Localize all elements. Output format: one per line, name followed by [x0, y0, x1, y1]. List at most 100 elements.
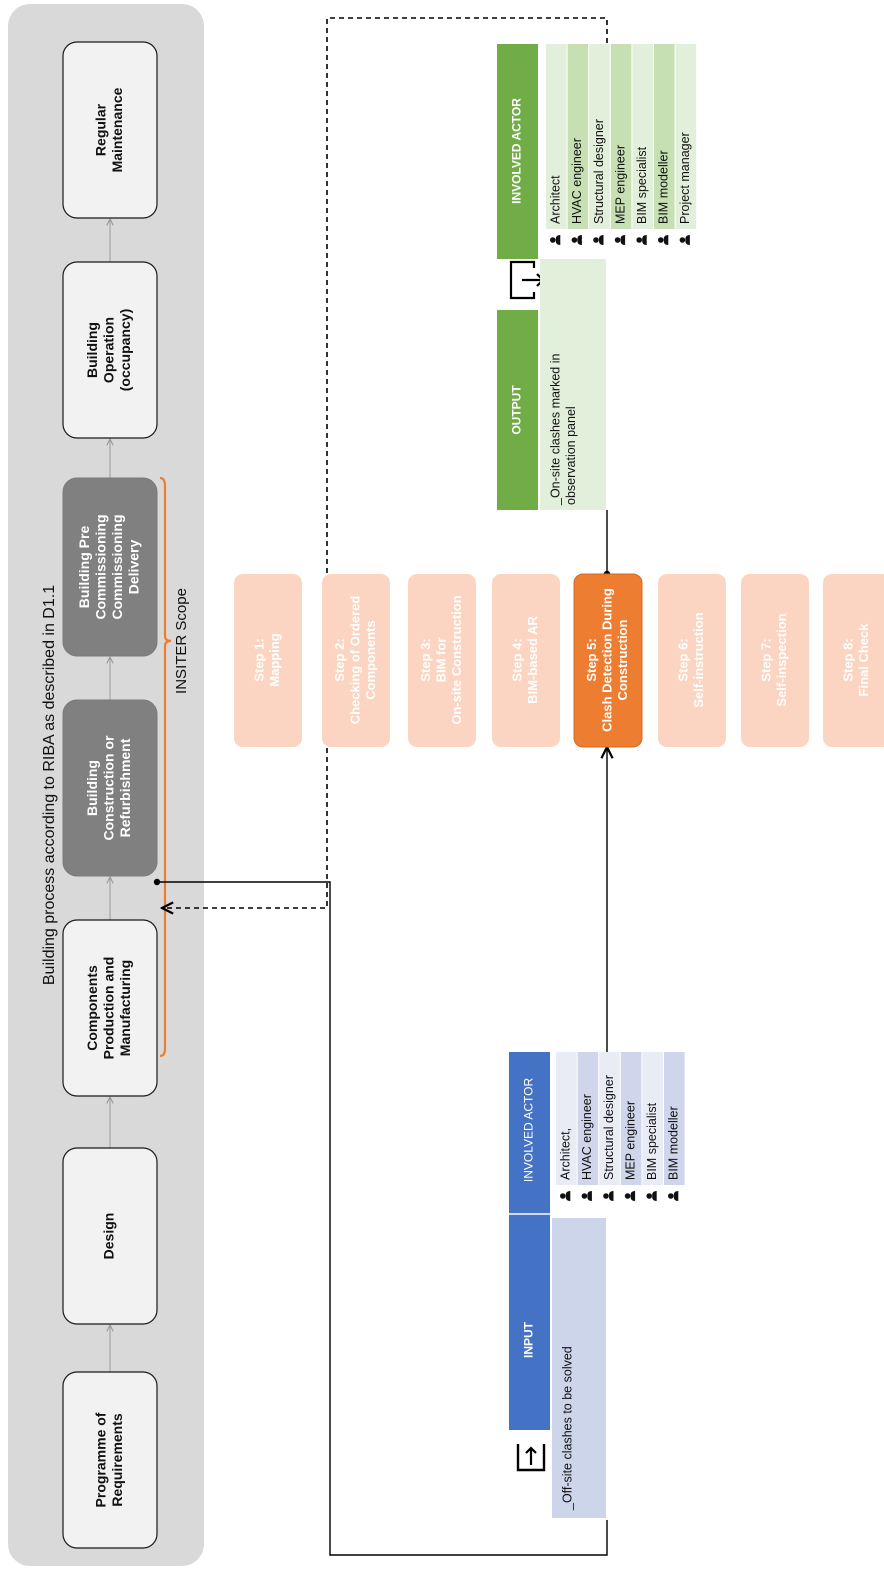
phase-label-line: Refurbishment	[117, 738, 133, 837]
input-actor-bim-modeller: BIM modeller	[667, 1106, 681, 1180]
step-label-line: BIM-based AR	[525, 616, 540, 704]
output-actor-row	[546, 44, 567, 229]
step-label-line: Self-instruction	[691, 612, 706, 707]
output-actor-row	[654, 44, 675, 229]
step-label-line: Components	[363, 620, 378, 699]
step-8-box: Step 8:Final Check	[823, 574, 884, 747]
phase-box-shape	[62, 919, 158, 1097]
output-actor-architect: Architect	[549, 175, 563, 224]
person-icon	[668, 1191, 679, 1201]
phase-label-line: Manufacturing	[117, 960, 133, 1056]
step-box-shape	[658, 574, 726, 747]
step-label-line: Step 3:	[418, 638, 433, 681]
step-label-line: Checking of Ordered	[347, 596, 362, 725]
phase-label-line: Design	[101, 1213, 117, 1260]
person-icon	[581, 1191, 592, 1201]
step-4-box: Step 4:BIM-based AR	[492, 574, 560, 747]
phase-label-line: Commissioning	[93, 514, 109, 619]
person-icon	[603, 1191, 614, 1201]
input-actor-mep-engineer: MEP engineer	[623, 1101, 637, 1180]
step-1-box: Step 1:Mapping	[234, 574, 302, 747]
step-label-line: Step 6:	[676, 638, 691, 681]
phase-label-line: Building Pre	[76, 526, 92, 609]
step-6-box: Step 6:Self-instruction	[658, 574, 726, 747]
process-panel: Building process according to RIBA as de…	[8, 4, 204, 1566]
person-icon	[679, 235, 690, 245]
step-label-line: Step 5:	[584, 638, 599, 681]
output-actor-bim-specialist: BIM specialist	[635, 146, 649, 224]
phase-label-line: Requirements	[109, 1413, 125, 1507]
input-actor-architect: Architect,	[559, 1128, 573, 1180]
phase-label-line: Building	[84, 322, 100, 378]
phase-box-shape	[62, 261, 158, 439]
output-actor-row	[567, 44, 589, 229]
person-icon	[593, 235, 604, 245]
phase-box-shape	[62, 1371, 158, 1549]
step-label-line: Step 7:	[759, 638, 774, 681]
output-actor-header: INVOLVED ACTOR	[510, 98, 524, 204]
phase-label-line: Delivery	[126, 540, 142, 595]
insiter-scope-label: INSITER Scope	[173, 588, 190, 694]
process-title: Building process according to RIBA as de…	[41, 585, 58, 985]
output-actor-hvac-engineer: HVAC engineer	[570, 138, 584, 224]
phase-box-shape	[62, 699, 158, 877]
step-7-box: Step 7:Self-inspection	[741, 574, 809, 747]
person-icon	[624, 1191, 636, 1201]
output-actor-structural-designer: Structural designer	[592, 119, 606, 224]
step-label-line: Step 8:	[841, 638, 856, 681]
flow-connectors	[153, 17, 608, 1556]
phase-label-line: Regular	[93, 103, 109, 156]
step-box-shape	[823, 574, 884, 747]
output-actor-row	[589, 44, 610, 229]
input-actor-row	[620, 1052, 642, 1185]
phase-box-shape	[62, 41, 158, 219]
output-header-bar	[497, 310, 538, 510]
phase-box-shape	[62, 1147, 158, 1325]
input-actor-row	[556, 1052, 577, 1185]
input-actor-hvac-engineer: HVAC engineer	[580, 1094, 594, 1180]
input-header-bar	[509, 1052, 550, 1430]
step-box-shape	[234, 574, 302, 747]
step-label-line: Step 2:	[332, 638, 347, 681]
phase-label-line: Production and	[101, 957, 117, 1060]
import-icon	[516, 1444, 546, 1472]
phase-label-line: (occupancy)	[117, 309, 133, 391]
phase-label-line: Components	[84, 965, 100, 1051]
step-label-line: Clash Detection During	[599, 588, 614, 732]
output-actor-row	[632, 44, 653, 229]
phase-box-design: Design	[62, 1147, 158, 1325]
step-box-shape	[492, 574, 560, 747]
output-actor-header-bar	[497, 44, 538, 259]
step-box-shape	[573, 573, 643, 748]
phase-label-line: Maintenance	[109, 87, 125, 172]
insiter-scope-bracket	[159, 476, 172, 1058]
phase-label-line: Building	[84, 760, 100, 816]
person-icon	[571, 235, 582, 245]
input-header: INPUT	[522, 1321, 536, 1358]
insiter-steps: Step 1:Mapping Step 2:Checking of Ordered…	[234, 573, 884, 748]
phase-label-line: Construction or	[101, 735, 117, 841]
step-label-line: Step 1:	[252, 638, 267, 681]
input-actor-structural-designer: Structural designer	[602, 1075, 616, 1180]
input-actor-row	[642, 1052, 663, 1185]
step-box-shape	[408, 574, 476, 747]
output-actor-project-manager: Project manager	[678, 132, 692, 224]
input-body	[552, 1218, 606, 1518]
input-actor-row	[599, 1052, 620, 1185]
phase-label-line: Programme of	[93, 1412, 109, 1507]
step-label-line: Final Check	[856, 623, 871, 697]
design-to-input-line	[153, 878, 608, 1556]
person-icon	[646, 1191, 657, 1201]
person-icon	[560, 1191, 571, 1201]
